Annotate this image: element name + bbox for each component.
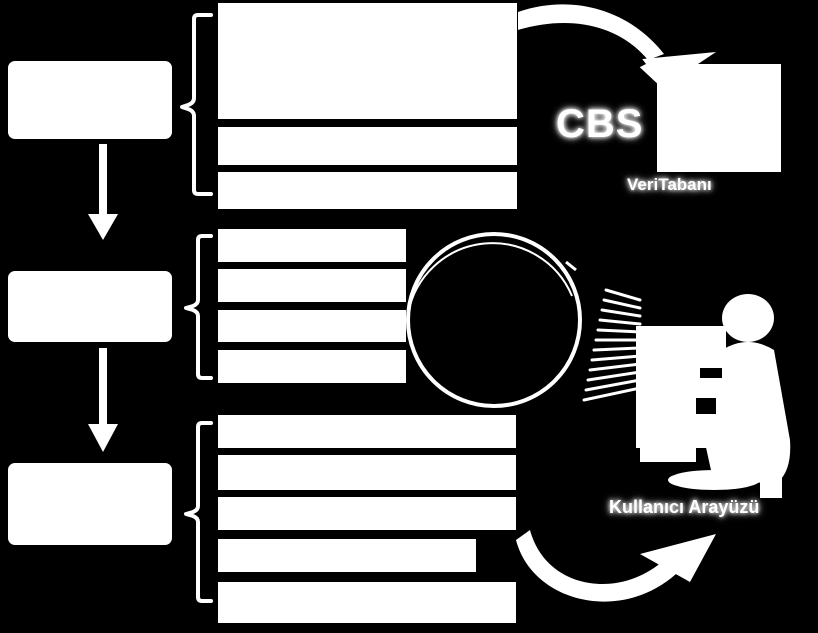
beam-lines	[582, 288, 642, 402]
stage-box-2	[6, 269, 174, 344]
row-box	[218, 497, 516, 530]
stage-box-3	[6, 461, 174, 547]
row-box	[218, 229, 406, 262]
stage-box-1	[6, 59, 174, 141]
user-interface-label: Kullanıcı Arayüzü	[609, 497, 760, 517]
row-box	[218, 539, 476, 572]
row-box	[218, 415, 516, 448]
row-box	[218, 582, 516, 623]
database-icon	[657, 64, 781, 172]
curved-arrow-icon	[516, 530, 716, 602]
database-label: VeriTabanı	[627, 175, 712, 194]
cbs-label: CBS	[556, 102, 644, 146]
row-box	[218, 3, 517, 119]
row-box	[218, 172, 517, 209]
row-box	[218, 269, 406, 302]
row-box	[218, 350, 406, 383]
down-arrow-icon	[88, 144, 118, 240]
row-box	[218, 310, 406, 342]
bracket-icon	[184, 421, 213, 603]
down-arrow-icon	[88, 348, 118, 452]
globe-icon	[406, 232, 582, 408]
bracket-icon	[180, 13, 213, 196]
user-at-computer-icon	[636, 294, 791, 498]
bracket-icon	[184, 234, 213, 380]
row-box	[218, 127, 517, 165]
row-box	[218, 455, 516, 490]
